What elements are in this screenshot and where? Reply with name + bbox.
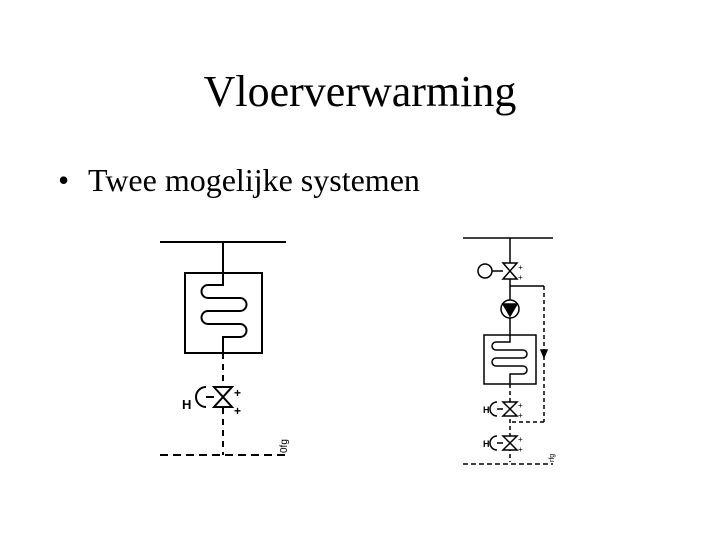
heating-coil xyxy=(491,335,528,384)
valve-mark: + xyxy=(518,273,523,282)
gauge xyxy=(477,263,493,279)
side-label: 0fg xyxy=(279,439,290,453)
valve-mark: + xyxy=(518,263,523,272)
bullet-symbol: • xyxy=(58,162,70,198)
valve xyxy=(211,386,235,408)
left-schematic: H + + 0fg xyxy=(160,241,290,456)
valve-bottom xyxy=(501,435,519,451)
slide-title: Vloerverwarming xyxy=(203,67,517,116)
valve-mark: + xyxy=(518,445,523,454)
bypass-arrow xyxy=(539,349,549,359)
valve-mark: + xyxy=(518,435,523,444)
heater-label-top: H xyxy=(483,405,490,415)
valve-top xyxy=(501,262,519,280)
valve-mark-top: + xyxy=(234,386,241,400)
actuator-arc-mid xyxy=(489,401,498,417)
bullet-item: • Twee mogelijke systemen xyxy=(58,162,420,199)
heating-coil xyxy=(200,273,248,353)
actuator-arc xyxy=(195,386,207,408)
bullet-text: Twee mogelijke systemen xyxy=(88,162,420,198)
side-label: rfg xyxy=(549,454,556,462)
valve-mid xyxy=(501,401,519,417)
valve-mark: + xyxy=(518,411,523,420)
valve-mark: + xyxy=(518,401,523,410)
heater-label-bottom: H xyxy=(483,439,490,449)
right-schematic: H H + + + + + + rfg xyxy=(463,237,556,465)
heater-label: H xyxy=(182,397,191,412)
valve-mark-bottom: + xyxy=(234,404,241,418)
actuator-arc-bottom xyxy=(489,435,498,451)
